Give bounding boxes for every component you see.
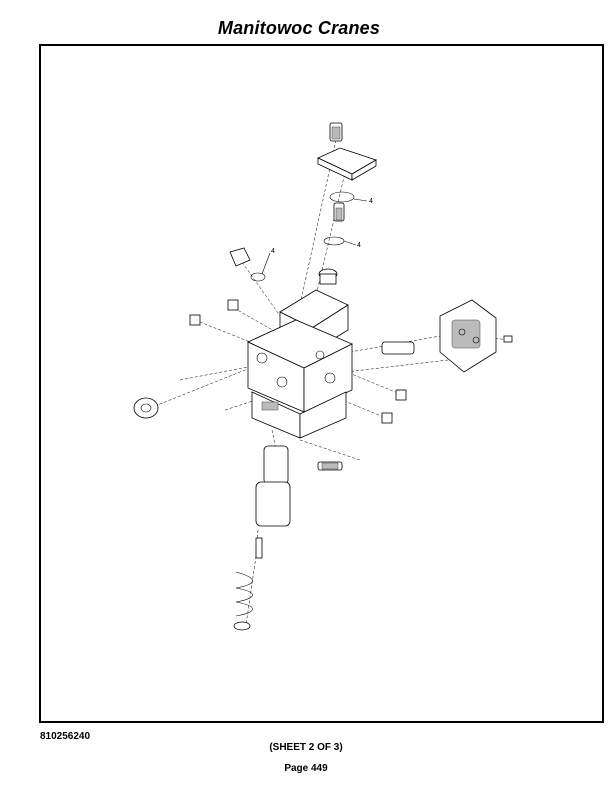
spool-assembly xyxy=(233,445,291,631)
end-cap xyxy=(133,397,159,419)
left-fitting xyxy=(189,247,266,326)
callout-label: 4 xyxy=(357,242,361,249)
top-cover-assembly xyxy=(317,122,377,285)
callout-label: 4 xyxy=(369,198,373,205)
valve-body xyxy=(247,289,353,439)
page-title: Manitowoc Cranes xyxy=(217,18,381,38)
drawing-number: 810256240 xyxy=(40,731,91,742)
callouts: 4 4 4 xyxy=(261,198,373,275)
drawing-frame xyxy=(39,44,604,723)
callout-label: 4 xyxy=(271,248,275,255)
mounting-bolt xyxy=(317,461,343,471)
page-number: Page 449 xyxy=(284,763,328,774)
sheet-indicator: (SHEET 2 OF 3) xyxy=(269,742,343,753)
side-plate-assembly xyxy=(381,299,513,424)
